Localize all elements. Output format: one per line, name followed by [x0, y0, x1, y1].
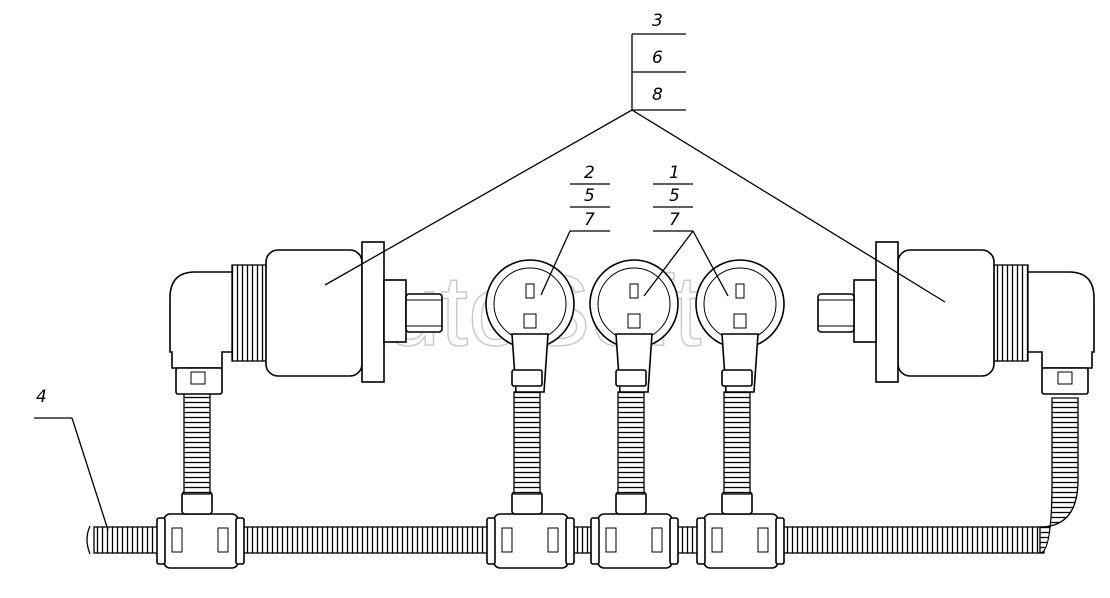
sensor-left — [169, 241, 443, 395]
clamp-mid-2 — [590, 491, 679, 569]
callout-mid-left: 2 5 7 — [540, 163, 610, 296]
ring-fitting-1 — [485, 259, 575, 393]
sensor-right — [817, 241, 1095, 395]
clamp-left — [156, 491, 245, 569]
callout-mid-right-label-2: 5 — [669, 186, 680, 206]
callout-hose: 4 — [34, 387, 109, 531]
callout-mid-right-label-1: 1 — [669, 163, 680, 183]
ring-fitting-2 — [589, 259, 679, 393]
callout-mid-left-label-3: 7 — [584, 210, 595, 230]
ring-fitting-3 — [695, 259, 785, 393]
branch-hose-mid-2 — [617, 391, 645, 495]
callout-hose-label: 4 — [36, 387, 47, 407]
callout-mid-left-label-2: 5 — [584, 186, 595, 206]
clamp-mid-3 — [696, 491, 785, 569]
callout-mid-right-label-3: 7 — [669, 210, 680, 230]
branch-hose-mid-3 — [723, 391, 751, 495]
callout-mid-left-label-1: 2 — [584, 163, 595, 183]
callout-top-label-3: 8 — [652, 85, 663, 105]
callout-top-label-2: 6 — [652, 48, 663, 68]
callout-top-label-1: 3 — [652, 11, 663, 31]
branch-hose-mid-1 — [513, 391, 541, 495]
callout-mid-right: 1 5 7 — [643, 163, 729, 297]
branch-hose-left — [183, 391, 211, 495]
clamp-mid-1 — [486, 491, 575, 569]
callout-top: 3 6 8 — [324, 11, 946, 303]
